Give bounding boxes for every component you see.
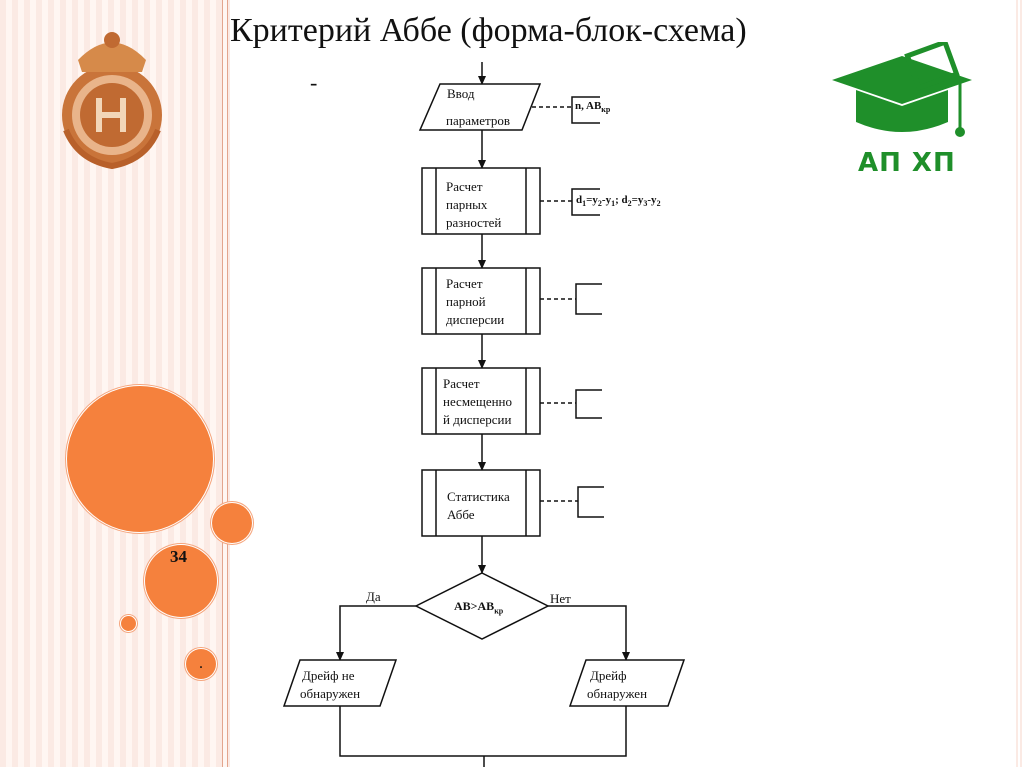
output-drift [568,659,686,707]
decorative-circle-small [212,503,252,543]
step2-label-line3: дисперсии [446,312,505,327]
step4-label-line1: Статистика [447,489,510,504]
sidebar-divider-line [222,0,223,767]
coat-of-arms-logo [62,32,162,170]
output-no-drift [282,659,398,707]
step3-label-line1: Расчет [443,376,480,391]
decision-label: AB>ABкр [454,599,504,616]
step1-label-line1: Расчет [446,179,483,194]
page-number: 34 [170,547,187,566]
process-box-abbe-statistic [421,469,541,537]
step1-label-line3: разностей [446,215,502,230]
step2-label-line2: парной [446,294,486,309]
no-branch-label: Нет [550,591,571,606]
apkhp-logo [832,42,972,137]
step3-label-line3: й дисперсии [443,412,512,427]
yes-branch-label: Да [366,589,381,604]
step3-label-line2: несмещенно [443,394,513,409]
decorative-circle-small [186,649,216,679]
subtitle-dash: - [310,70,318,95]
output-left-line2: обнаружен [300,686,361,701]
footer-dot: . [199,655,203,672]
process-box-dispersion [421,267,541,335]
input-label-line1: Ввод [447,86,475,101]
sidebar-divider-line [227,0,228,767]
output-right-line2: обнаружен [587,686,648,701]
decorative-circle-large [67,386,213,532]
step4-label-line2: Аббе [447,507,475,522]
input-label-line2: параметров [446,113,510,128]
decorative-circle-medium [145,545,217,617]
slide-title: Критерий Аббе (форма-блок-схема) [230,12,747,49]
decision-diamond [414,572,550,640]
logo-text: АП ХП [858,148,956,178]
input-note: n, ABкр [575,100,611,115]
differences-formula-note: d1=y2-y1; d2=y3-y2 [576,194,661,209]
input-parallelogram [418,83,542,131]
right-border-stripe [1016,0,1024,767]
decorative-circle-tiny [121,616,136,631]
process-box-differences [421,167,541,235]
step2-label-line1: Расчет [446,276,483,291]
output-left-line1: Дрейф не [302,668,355,683]
output-right-line1: Дрейф [590,668,627,683]
process-box-unbiased-dispersion [421,367,541,435]
step1-label-line2: парных [446,197,488,212]
